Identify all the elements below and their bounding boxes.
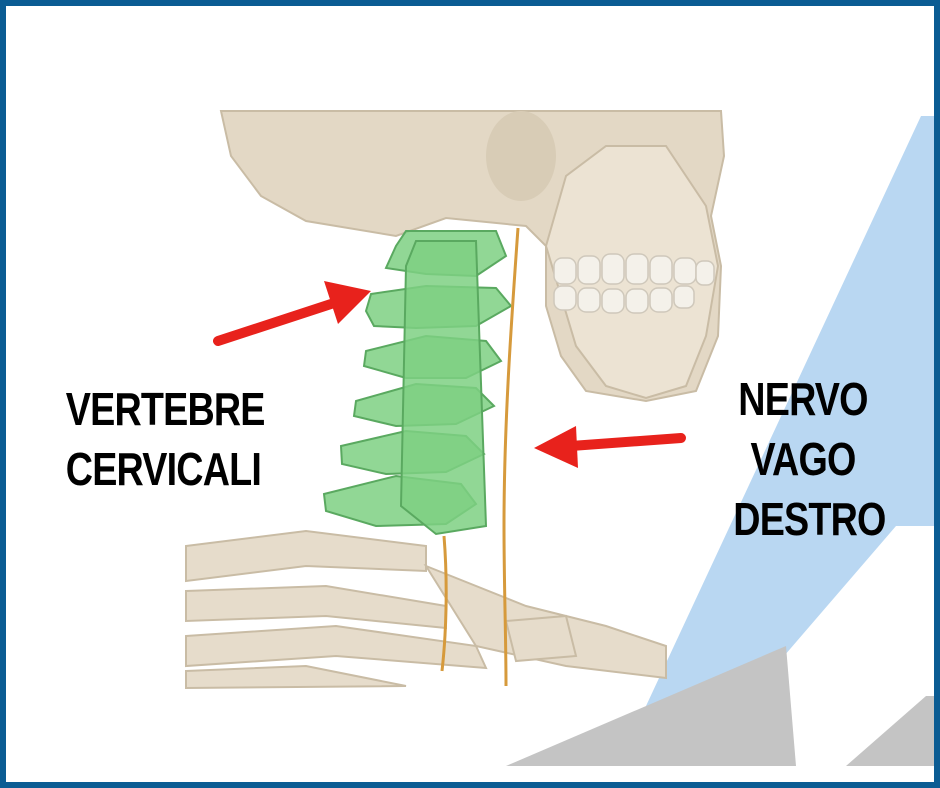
cervical-vertebrae [324,231,511,534]
arrow-nerve [534,426,681,468]
label-line: NERVO [733,376,872,422]
label-line: VAGO [733,436,872,482]
label-right-vagus-nerve: NERVO VAGO DESTRO [718,376,888,556]
ribcage [186,531,666,688]
label-cervical-vertebrae: VERTEBRE CERVICALI [46,386,266,506]
arrow-vertebrae [218,281,371,341]
logo-gray-shape-right [846,696,940,766]
label-line: CERVICALI [66,446,246,492]
label-line: VERTEBRE [66,386,246,432]
label-line: DESTRO [733,496,872,542]
